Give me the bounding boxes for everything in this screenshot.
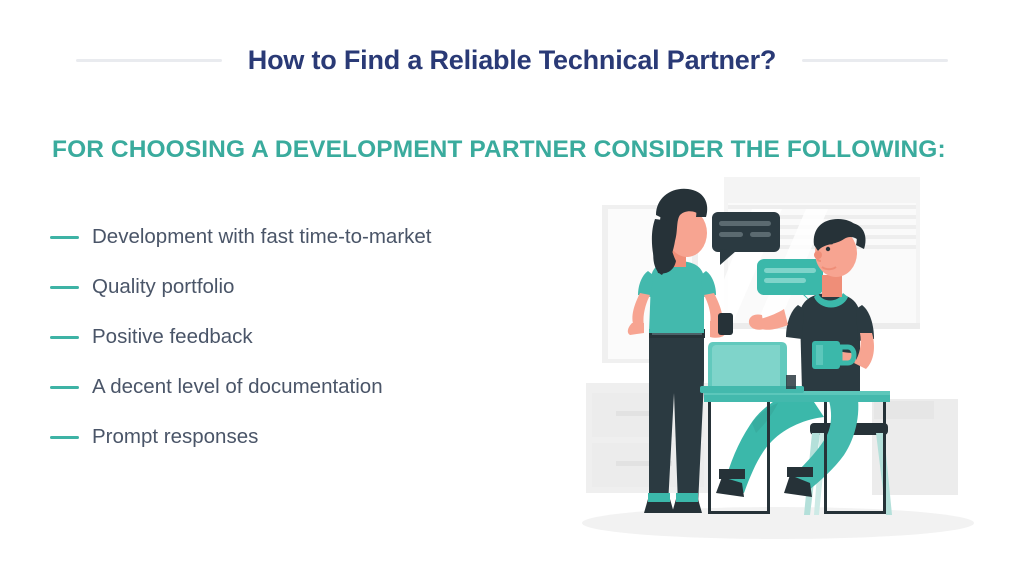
list-item: Prompt responses (50, 412, 570, 462)
dash-marker-icon (50, 335, 79, 339)
list-item: A decent level of documentation (50, 362, 570, 412)
dash-marker-icon (50, 285, 79, 289)
mobile-phone-icon (718, 313, 733, 335)
list-item: Development with fast time-to-market (50, 212, 570, 262)
dash-marker-icon (50, 435, 79, 439)
dash-marker-icon (50, 235, 79, 239)
coffee-mug-icon (812, 341, 857, 369)
header: How to Find a Reliable Technical Partner… (0, 38, 1024, 82)
illustration-two-colleagues (556, 175, 1008, 565)
list-item: Quality portfolio (50, 262, 570, 312)
laptop-icon (700, 342, 804, 393)
title-rule-left (75, 58, 222, 62)
list-item: Positive feedback (50, 312, 570, 362)
standing-woman-figure (627, 188, 733, 513)
list-item-label: Development with fast time-to-market (92, 225, 432, 248)
dash-marker-icon (50, 385, 79, 389)
list-item-label: Positive feedback (92, 325, 253, 348)
title-rule-right (802, 58, 949, 62)
section-subtitle: FOR CHOOSING A DEVELOPMENT PARTNER CONSI… (52, 136, 946, 163)
page-title: How to Find a Reliable Technical Partner… (247, 44, 777, 75)
list-item-label: Prompt responses (92, 425, 259, 448)
list-item-label: Quality portfolio (92, 275, 235, 298)
criteria-list: Development with fast time-to-market Qua… (50, 212, 570, 462)
list-item-label: A decent level of documentation (92, 375, 383, 398)
dark-speech-bubble-icon (712, 212, 780, 265)
floor-shadow (582, 507, 974, 539)
